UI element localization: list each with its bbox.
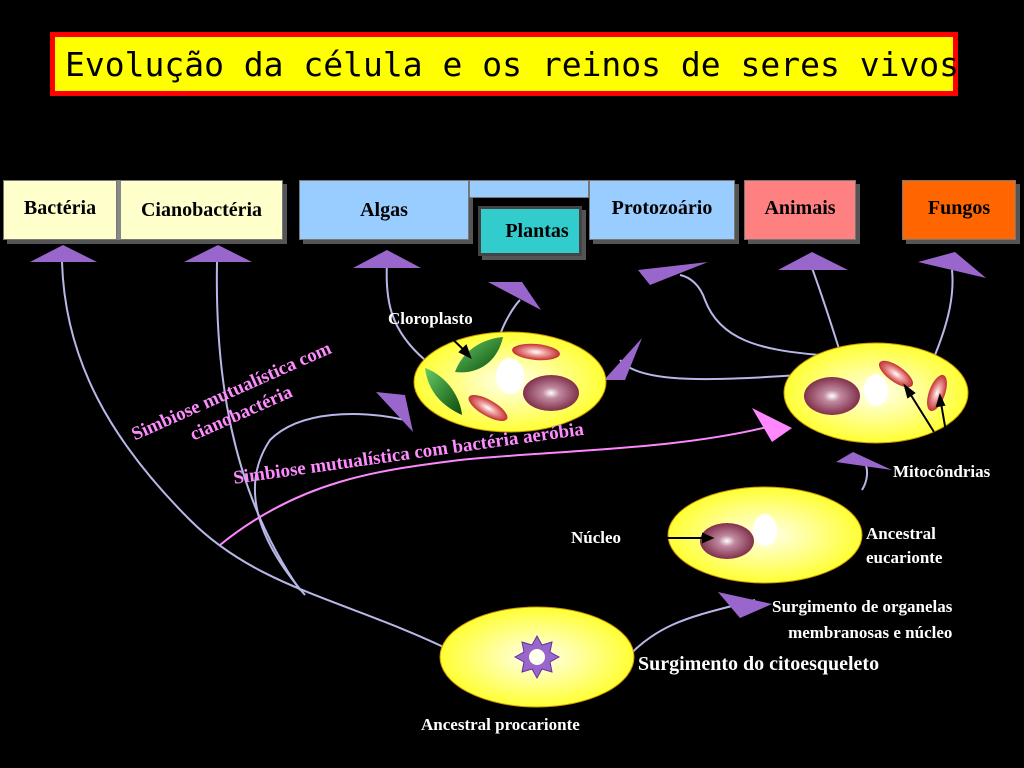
label-eukaryote-ancestor-line2: eucarionte [866,548,943,567]
arrowhead-aerobic [752,408,792,442]
animal-cell-vacuole [864,374,888,406]
label-mitochondria: Mitocôndrias [893,462,991,481]
animal-cell-nucleus [804,377,860,415]
pointer-chloroplast-head [458,344,472,360]
arrowhead-protozoa [638,262,708,285]
lineage-plants [499,299,521,336]
kingdom-protozoa-box: Protozoário [589,180,735,240]
label-organelles-line2: membranosas e núcleo [788,623,953,642]
eukaryote-cell [667,486,863,584]
title-box: Evolução da célula e os reinos de seres … [50,32,960,96]
plant-cell-mitochondrion-1 [512,343,560,361]
kingdom-plants-box: Plantas [478,206,582,256]
lineage-animals [811,267,841,353]
kingdom-algae-box: Algas [299,180,469,240]
arrowhead-animals [778,252,848,270]
lineage-cyanobacteria [215,261,301,591]
kingdom-bacteria-box: Bactéria [3,180,117,240]
kingdom-connector-box [469,180,589,198]
label-organelles-line1: Surgimento de organelas [772,597,953,616]
label-prokaryote-ancestor: Ancestral procarionte [421,715,580,734]
arrowhead-plants [488,282,541,310]
kingdom-plants-label: Plantas [505,219,569,242]
animal-cell-mitochondrion-1 [878,360,914,388]
plant-cell [413,331,607,433]
prokaryote-cell [439,606,635,708]
pointer-mito-line-1 [908,391,935,433]
label-eukaryote-ancestor: Ancestral eucarionte [866,522,942,570]
label-eukaryote-ancestor-line1: Ancestral [866,524,936,543]
kingdom-algae-label: Algas [360,198,408,221]
arrowhead-fungi [918,252,986,278]
label-organelles: Surgimento de organelas membranosas e nú… [772,594,952,646]
page-title: Evolução da célula e os reinos de seres … [65,45,960,84]
chloroplast-1 [455,337,503,373]
arrowhead-organelles [718,592,772,618]
arrowhead-bacteria [30,245,97,262]
kingdom-animals-box: Animais [744,180,856,240]
kingdom-animals-label: Animais [764,197,836,219]
lineage-algae [385,261,426,361]
eukaryote-cell-nucleus [700,523,754,559]
arrowhead-eukaryote [836,452,892,470]
animal-cell-mitochondrion-2 [927,374,947,412]
chloroplast-2 [425,368,462,415]
kingdom-fungi-box: Fungos [902,180,1016,240]
arrowheads [30,245,986,618]
lineage-symbiosis-cyano [253,413,406,596]
plant-cell-mitochondrion-2 [468,395,508,421]
animal-cell [783,342,969,444]
arrowhead-algae [353,250,421,268]
kingdom-protozoa-label: Protozoário [611,197,713,219]
pointer-arrows [442,329,947,544]
lineage-protozoa [679,274,821,356]
pointer-mito-head-2 [935,393,946,408]
plant-cell-vacuole [496,358,524,394]
arrowhead-plant-cell [604,338,642,380]
plant-cell-nucleus [523,375,579,411]
kingdom-cyanobacteria-box: Cianobactéria [117,180,283,240]
label-cytoskeleton: Surgimento do citoesqueleto [638,653,880,675]
lineage-animal-cell-to-plant [619,359,801,381]
arrowhead-cyanobacteria [184,245,252,262]
pointer-chloroplast-line [442,329,467,353]
label-nucleus: Núcleo [571,528,622,547]
kingdom-cyanobacteria-label: Cianobactéria [140,198,263,221]
cytoskeleton-star-center [529,649,545,665]
lineage-symbiosis-aerobic [219,424,776,546]
arrowhead-cyano-symbiosis [376,392,413,432]
lineage-fungi [934,269,954,356]
label-chloroplast: Cloroplasto [388,309,473,328]
kingdom-bacteria-label: Bactéria [23,197,97,219]
pointer-nucleus-head [702,532,715,544]
pointer-mito-head-1 [903,383,916,399]
eukaryote-cell-vacuole [753,514,777,546]
lineage-bacteria [61,261,461,656]
pointer-mito-line-2 [940,402,947,433]
kingdom-fungi-label: Fungos [927,197,991,219]
